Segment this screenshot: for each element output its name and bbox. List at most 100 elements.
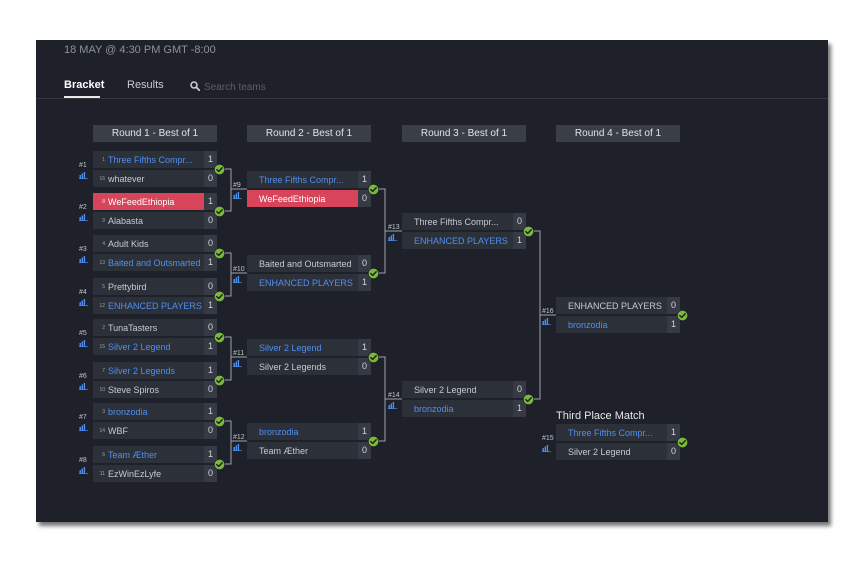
- stats-icon[interactable]: [79, 172, 88, 179]
- team-name[interactable]: Prettybird: [108, 281, 147, 292]
- team-name[interactable]: Three Fifths Compr...: [108, 154, 193, 165]
- stats-icon[interactable]: [233, 192, 242, 199]
- team-name[interactable]: TunaTasters: [108, 322, 158, 333]
- stats-icon[interactable]: [233, 444, 242, 451]
- team-name[interactable]: Silver 2 Legend: [108, 341, 171, 352]
- team-name[interactable]: Baited and Outsmarted: [108, 257, 201, 268]
- team-name[interactable]: ENHANCED PLAYERS: [108, 300, 202, 311]
- stats-icon[interactable]: [542, 445, 551, 452]
- team-name[interactable]: EzWinEzLyfe: [108, 468, 162, 479]
- stats-icon[interactable]: [79, 256, 88, 263]
- stats-icon[interactable]: [79, 214, 88, 221]
- team-name[interactable]: WeFeedEthiopia: [259, 193, 326, 204]
- stats-icon[interactable]: [79, 340, 88, 347]
- team-name[interactable]: Three Fifths Compr...: [259, 174, 344, 185]
- team-name[interactable]: WBF: [108, 425, 128, 436]
- team-name[interactable]: Silver 2 Legend: [259, 342, 322, 353]
- tab-bracket[interactable]: Bracket: [64, 79, 105, 91]
- team-row[interactable]: Three Fifths Compr...0: [402, 213, 526, 230]
- stats-icon[interactable]: [542, 318, 551, 325]
- team-name[interactable]: ENHANCED PLAYERS: [259, 277, 353, 288]
- team-row[interactable]: Three Fifths Compr...1: [247, 171, 371, 188]
- team-name[interactable]: ENHANCED PLAYERS: [414, 235, 508, 246]
- stats-icon[interactable]: [79, 299, 88, 306]
- team-name[interactable]: Three Fifths Compr...: [568, 427, 653, 438]
- search-input[interactable]: Search teams: [204, 81, 266, 93]
- team-name[interactable]: Steve Spiros: [108, 384, 160, 395]
- team-name[interactable]: ENHANCED PLAYERS: [568, 300, 662, 311]
- stats-icon[interactable]: [388, 234, 397, 241]
- team-name[interactable]: bronzodia: [108, 406, 148, 417]
- tab-results[interactable]: Results: [127, 79, 164, 91]
- team-name[interactable]: Three Fifths Compr...: [414, 216, 499, 227]
- stats-icon[interactable]: [79, 383, 88, 390]
- team-name[interactable]: whatever: [108, 173, 145, 184]
- stats-icon[interactable]: [79, 424, 88, 431]
- team-name[interactable]: Baited and Outsmarted: [259, 258, 352, 269]
- team-name[interactable]: Silver 2 Legends: [108, 365, 176, 376]
- team-name[interactable]: Team Æther: [108, 449, 158, 460]
- team-name[interactable]: bronzodia: [414, 403, 454, 414]
- search-teams[interactable]: Search teams: [190, 78, 266, 96]
- stats-icon[interactable]: [233, 276, 242, 283]
- team-name[interactable]: Silver 2 Legend: [568, 446, 631, 457]
- team-name[interactable]: Silver 2 Legends: [259, 361, 327, 372]
- team-name[interactable]: Adult Kids: [108, 238, 149, 249]
- team-name[interactable]: Alabasta: [108, 215, 144, 226]
- team-row[interactable]: Three Fifths Compr...1: [556, 424, 680, 441]
- team-name[interactable]: Team Æther: [259, 445, 309, 456]
- stats-icon[interactable]: [388, 402, 397, 409]
- team-name[interactable]: bronzodia: [568, 319, 608, 330]
- team-name[interactable]: bronzodia: [259, 426, 299, 437]
- stats-icon[interactable]: [233, 360, 242, 367]
- team-name[interactable]: Silver 2 Legend: [414, 384, 477, 395]
- team-name[interactable]: WeFeedEthiopia: [108, 196, 175, 207]
- stats-icon[interactable]: [79, 467, 88, 474]
